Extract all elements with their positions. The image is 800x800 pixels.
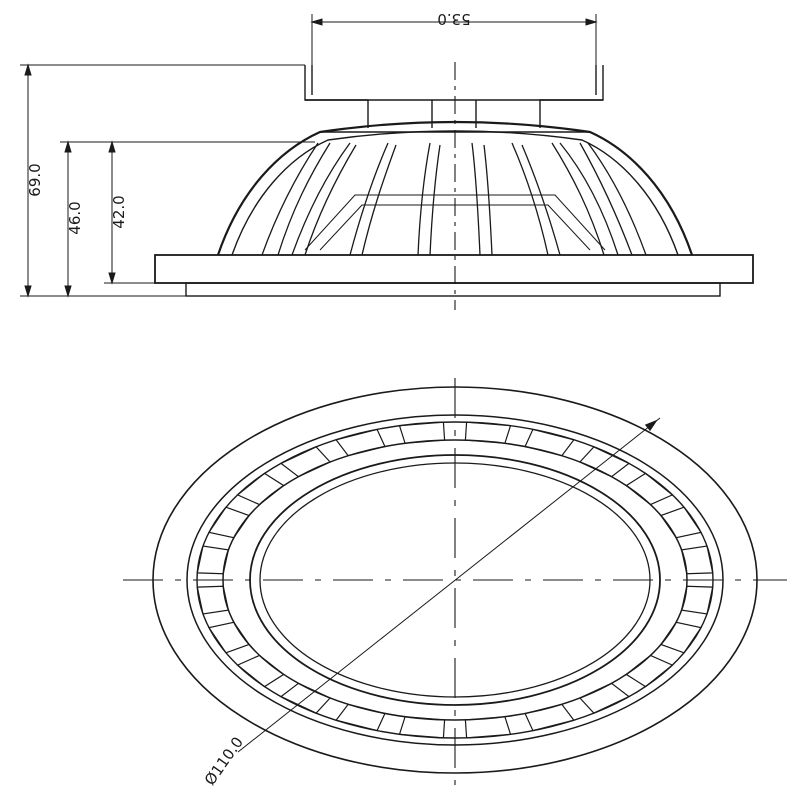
lens-ring (185, 282, 721, 297)
side-view (20, 14, 754, 310)
diameter-label: Ø110.0 (201, 734, 247, 789)
front-view (123, 378, 787, 785)
body-height-label: 46.0 (66, 201, 84, 234)
heatsink-fins (261, 142, 647, 256)
pin-connector (304, 65, 604, 128)
diameter-leader (237, 417, 661, 753)
height-dimensions (20, 63, 315, 298)
width-dimension (310, 14, 598, 65)
width-dimension-label: 53.0 (437, 10, 470, 28)
total-height-label: 69.0 (26, 163, 44, 196)
base-plate (154, 254, 754, 284)
fin-height-label: 42.0 (110, 195, 128, 228)
